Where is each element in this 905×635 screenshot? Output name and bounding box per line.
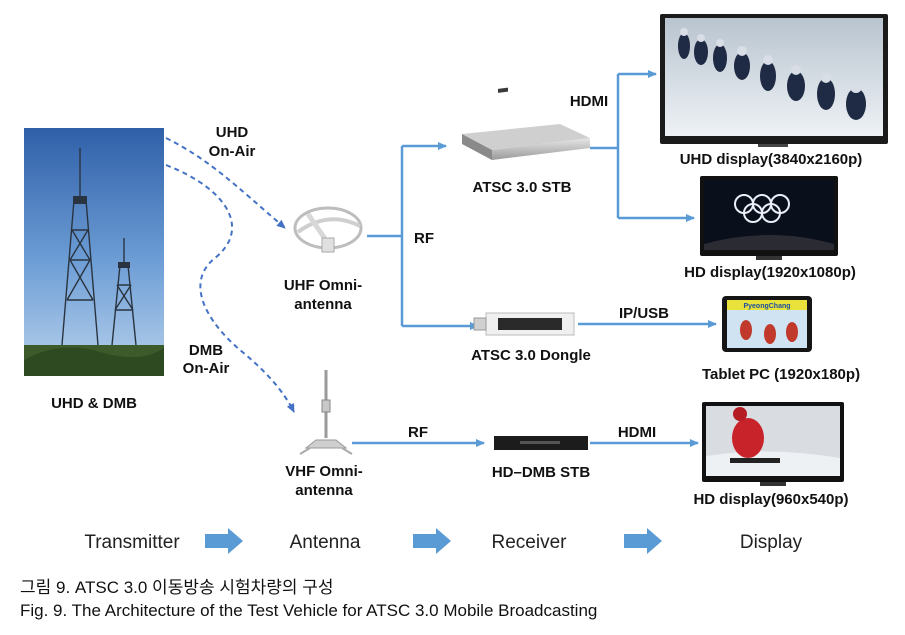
hd-display-1080-image [700,176,838,260]
uhd-display-label: UHD display(3840x2160p) [680,151,863,168]
caption-english: Fig. 9. The Architecture of the Test Veh… [20,601,598,620]
uhf-antenna-label-2: antenna [294,296,352,313]
dmb-onair-label-1: DMB [189,342,223,359]
vhf-antenna-image [299,370,353,455]
atsc-stb-label: ATSC 3.0 STB [473,179,572,196]
tablet-image: PyeongChang [722,296,812,352]
tablet-label: Tablet PC (1920x180p) [702,366,860,383]
hdmi-top-label: HDMI [570,93,608,110]
stage-transmitter: Transmitter [84,532,180,553]
hd-display-1080-label: HD display(1920x1080p) [684,264,856,281]
vhf-antenna-label-1: VHF Omni- [285,463,363,480]
hd-display-540-label: HD display(960x540p) [693,491,848,508]
vhf-antenna-label-2: antenna [295,482,353,499]
stage-arrow-3 [624,528,662,554]
stage-arrow-2 [413,528,451,554]
stage-antenna: Antenna [290,532,361,553]
transmitter-tower-image [24,128,164,376]
rf-bottom-label: RF [408,424,428,441]
hd-dmb-stb-image [494,436,588,450]
uhd-onair-label-1: UHD [216,124,249,141]
hdmi-bottom-label: HDMI [618,424,656,441]
hd-dmb-stb-label: HD–DMB STB [492,464,591,481]
stage-receiver: Receiver [492,532,568,553]
atsc-stb-image [462,87,590,160]
hd-display-540-image [702,402,844,486]
caption-korean: 그림 9. ATSC 3.0 이동방송 시험차량의 구성 [20,578,334,597]
uhf-antenna-image [293,206,363,253]
uhd-onair-label-2: On-Air [209,143,256,160]
rf-top-label: RF [414,230,434,247]
dmb-onair-label-2: On-Air [183,360,230,377]
atsc-dongle-label: ATSC 3.0 Dongle [471,347,591,364]
uhd-display-image [660,14,888,147]
stage-arrow-1 [205,528,243,554]
atsc-dongle-image [473,312,575,336]
tablet-screen-text: PyeongChang [743,303,790,310]
uhf-antenna-label-1: UHF Omni- [284,277,362,294]
uhd-onair-link [165,137,286,229]
tower-label: UHD & DMB [51,395,137,412]
ip-usb-label: IP/USB [619,305,669,322]
stage-display: Display [740,532,803,553]
